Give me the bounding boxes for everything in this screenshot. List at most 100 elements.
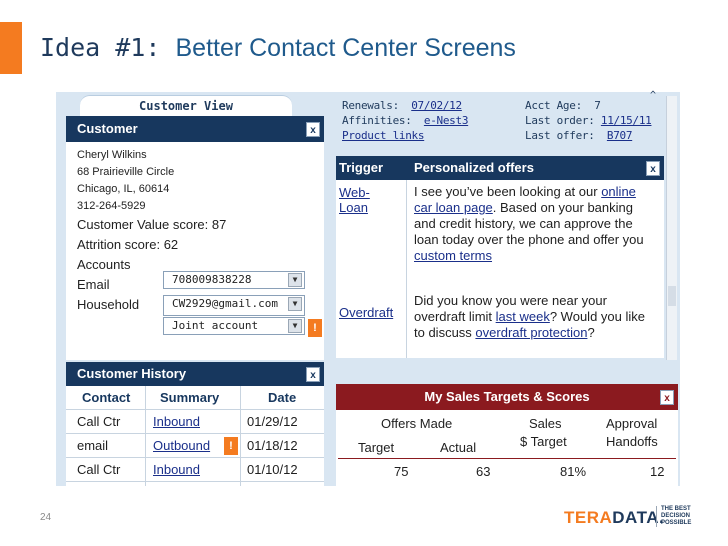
customer-history-panel: Customer History x Contact Summary Date … (66, 362, 324, 486)
last-order-label: Last order: (525, 114, 595, 127)
title-prefix: Idea #1: (40, 33, 161, 62)
acct-age-value: 7 (594, 99, 601, 112)
acct-age-row: Acct Age: 7 (525, 99, 601, 113)
actual-value: 63 (476, 464, 491, 479)
history-header: Customer History x (66, 362, 324, 386)
history-contact: email (77, 438, 109, 453)
acct-age-label: Acct Age: (525, 99, 582, 112)
last-order-link[interactable]: 11/15/11 (600, 114, 652, 127)
customer-city: Chicago, IL, 60614 (77, 183, 170, 195)
warning-icon[interactable]: ! (308, 319, 322, 337)
affinities-link[interactable]: e-Nest3 (423, 114, 469, 127)
last-order-row: Last order: 11/15/11 (525, 114, 652, 128)
target-label: Target (358, 440, 395, 455)
column-divider (145, 386, 146, 486)
household-value: CW2929@gmail.com (172, 297, 278, 310)
page-number: 24 (40, 512, 52, 523)
customer-value-score: Customer Value score: 87 (77, 217, 227, 232)
joint-row: Joint account ▼ ! (77, 315, 324, 337)
product-links-row: Product links (342, 129, 425, 143)
last-offer-row: Last offer: B707 (525, 129, 632, 143)
last-offer-link[interactable]: B707 (606, 129, 633, 142)
history-date: 01/29/12 (247, 414, 298, 429)
history-summary-link[interactable]: Inbound (153, 462, 200, 477)
online-car-loan-link[interactable]: online car loan page (414, 184, 636, 215)
tab-customer-view[interactable]: Customer View (80, 95, 292, 116)
target-value: 75 (394, 464, 409, 479)
dropdown-arrow-icon[interactable]: ▼ (288, 273, 302, 287)
customer-panel-title: Customer (77, 121, 138, 136)
last-offer-label: Last offer: (525, 129, 595, 142)
joint-account-select[interactable]: Joint account ▼ (163, 317, 305, 335)
history-contact: Call Ctr (77, 414, 121, 429)
accounts-label: Accounts (77, 257, 131, 272)
table-row[interactable]: email Outbound ! 01/18/12 (66, 434, 324, 458)
close-icon[interactable]: x (646, 161, 660, 176)
household-label: Household (77, 297, 140, 312)
email-row: Email 708009838228 ▼ (77, 271, 324, 295)
teradata-logo: TERADATA. (564, 508, 665, 527)
close-icon[interactable]: x (306, 367, 320, 382)
joint-account-value: Joint account (172, 319, 259, 332)
sales-value: 81% (560, 464, 587, 479)
renewals-link[interactable]: 07/02/12 (411, 99, 462, 112)
column-summary: Summary (160, 390, 220, 405)
overdraft-protection-link[interactable]: overdraft protection (475, 325, 588, 340)
customer-panel: Customer x Cheryl Wilkins 68 Prairievill… (66, 116, 324, 360)
last-week-link[interactable]: last week (495, 309, 550, 324)
affinities-label: Affinities: (342, 114, 412, 127)
sales-title: My Sales Targets & Scores (424, 389, 590, 404)
handoffs-label: Handoffs (606, 434, 658, 449)
custom-terms-link[interactable]: custom terms (414, 248, 493, 263)
history-column-headers: Contact Summary Date (66, 386, 324, 410)
close-icon[interactable]: x (306, 122, 320, 137)
column-contact: Contact (82, 390, 131, 405)
history-contact: Call Ctr (77, 462, 121, 477)
sales-label: Sales (529, 416, 562, 431)
email-label: Email (77, 277, 110, 292)
warning-icon[interactable]: ! (224, 437, 238, 455)
column-divider (406, 180, 407, 358)
collapse-caret-icon[interactable]: ^ (650, 90, 656, 101)
offers-column-header: Personalized offers (414, 160, 534, 175)
trigger-overdraft[interactable]: Overdraft (339, 305, 394, 320)
sales-target-label: $ Target (520, 434, 567, 449)
household-select[interactable]: CW2929@gmail.com ▼ (163, 295, 305, 316)
title-main: Better Contact Center Screens (175, 34, 516, 62)
scrollbar[interactable] (666, 96, 677, 360)
renewals-label: Renewals: (342, 99, 399, 112)
actual-label: Actual (440, 440, 477, 455)
customer-address: 68 Prairieville Circle (77, 166, 175, 178)
product-links[interactable]: Product links (342, 129, 425, 142)
table-row[interactable]: Call Ctr Inbound 01/10/12 (66, 458, 324, 482)
history-summary-link[interactable]: Inbound (153, 414, 200, 429)
trigger-web-loan[interactable]: Web- Loan (339, 185, 370, 215)
offer-overdraft: Did you know you were near your overdraf… (414, 293, 645, 340)
table-row[interactable]: Call Ctr Inbound 01/29/12 (66, 410, 324, 434)
history-summary-link[interactable]: Outbound (153, 438, 211, 453)
customer-phone: 312-264-5929 (77, 200, 146, 212)
email-account-select[interactable]: 708009838228 ▼ (163, 271, 305, 289)
dropdown-arrow-icon[interactable]: ▼ (288, 319, 302, 333)
brand-tagline: THE BEST DECISION POSSIBLE (656, 506, 716, 527)
affinities-row: Affinities: e-Nest3 (342, 114, 468, 128)
handoffs-value: 12 (650, 464, 665, 479)
offers-made-label: Offers Made (381, 416, 453, 431)
slide-title: Idea #1: Better Contact Center Screens (40, 33, 516, 63)
approval-label: Approval (606, 416, 658, 431)
sales-header: My Sales Targets & Scores x (336, 384, 678, 410)
dropdown-arrow-icon[interactable]: ▼ (288, 297, 302, 311)
customer-name: Cheryl Wilkins (77, 149, 147, 161)
close-icon[interactable]: x (660, 390, 674, 405)
column-date: Date (268, 390, 297, 405)
email-account-value: 708009838228 (172, 273, 252, 286)
history-date: 01/18/12 (247, 438, 298, 453)
scrollbar-thumb[interactable] (668, 286, 676, 306)
household-row: Household CW2929@gmail.com ▼ (77, 295, 324, 316)
attrition-score: Attrition score: 62 (77, 237, 179, 252)
sales-targets-panel: My Sales Targets & Scores x Offers Made … (336, 384, 678, 486)
personalized-offers-panel: Trigger Personalized offers x Web- Loan … (336, 156, 664, 358)
history-title: Customer History (77, 366, 187, 381)
column-divider (240, 386, 241, 486)
history-date: 01/10/12 (247, 462, 298, 477)
